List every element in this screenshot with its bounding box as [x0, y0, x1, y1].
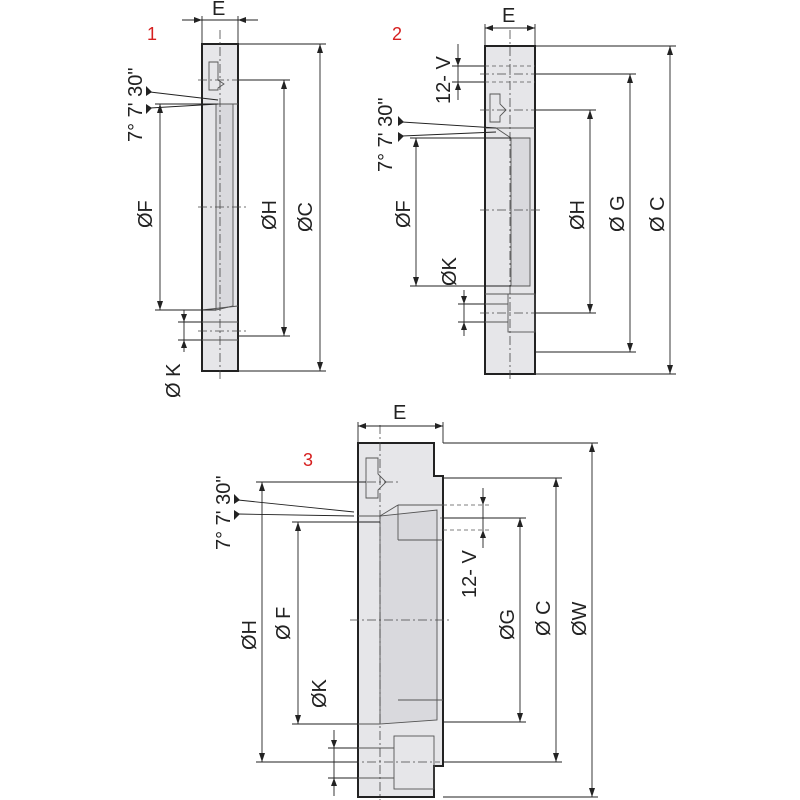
figure-3-label-W: ØW	[569, 601, 591, 636]
figure-1-label-F: ØF	[135, 200, 157, 228]
figure-3-label-V: 12- V	[459, 550, 481, 598]
figure-2-bolt-hole-top	[489, 93, 507, 123]
figure-3-label-G: ØG	[497, 609, 519, 640]
figure-1-label-H: ØH	[259, 200, 281, 230]
figure-3-label-angle: 7° 7' 30"	[213, 475, 235, 550]
figure-1: 1 E ØC ØH	[125, 0, 326, 398]
figure-1-label-E: E	[212, 0, 225, 20]
figure-3-label-C: Ø C	[533, 600, 555, 636]
figure-1-bolt-hole-top	[208, 61, 225, 91]
figure-2-label-V: 12- V	[433, 56, 455, 104]
figure-1-number: 1	[147, 24, 157, 44]
figure-2-label-H: ØH	[567, 200, 589, 230]
figure-2-number: 2	[392, 24, 402, 44]
figure-3-bore	[379, 509, 438, 725]
figure-2-label-angle: 7° 7' 30"	[375, 97, 397, 172]
figure-3-label-F: Ø F	[273, 607, 295, 640]
figure-2: 2 E Ø C	[375, 5, 676, 382]
figure-3-label-E: E	[393, 402, 406, 424]
figure-2-label-K: ØK	[439, 256, 461, 286]
figure-3-number: 3	[303, 450, 313, 470]
figure-2-label-C: Ø C	[647, 196, 669, 232]
figure-2-label-E: E	[502, 5, 515, 27]
figure-3: 3 E	[213, 402, 598, 800]
figure-1-label-K: Ø K	[163, 363, 185, 398]
figure-2-label-G: Ø G	[607, 195, 629, 232]
figure-3-label-H: ØH	[239, 620, 261, 650]
figure-1-label-C: ØC	[295, 202, 317, 232]
figure-3-counterbore	[393, 735, 435, 790]
figure-1-label-angle: 7° 7' 30"	[125, 67, 147, 142]
figure-2-label-F: ØF	[393, 200, 415, 228]
figure-2-bore	[510, 137, 531, 287]
figure-3-bolt-hole-top	[365, 457, 387, 499]
figure-3-label-K: ØK	[309, 678, 331, 708]
